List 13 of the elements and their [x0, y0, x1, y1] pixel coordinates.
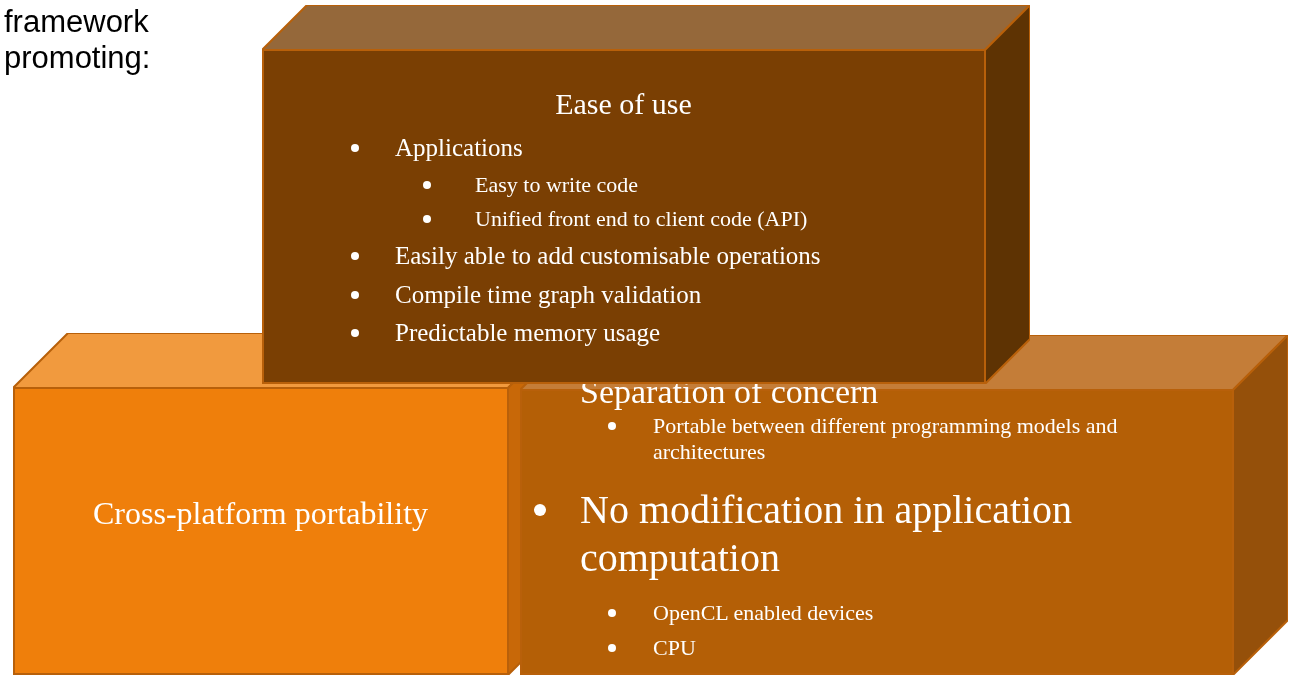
bullet-text: OpenCL enabled devices: [653, 600, 874, 627]
bullet-text: Easy to write code: [475, 172, 639, 199]
bullet-text: Predictable memory usage: [395, 318, 661, 348]
block-heading: Ease of use: [554, 86, 693, 122]
bullet-text: Unified front end to client code (API): [475, 206, 808, 233]
bullet-text: Compile time graph validation: [395, 280, 702, 310]
bullet-text: CPU: [653, 635, 696, 662]
bullet-text: Easily able to add customisable operations: [395, 241, 821, 271]
bullet-text: No modification in application computation: [580, 486, 1074, 582]
bullet-text: Applications: [395, 133, 523, 163]
bullet-text: Portable between different programming models and architectures: [653, 413, 1119, 466]
heading-text: framework promoting:: [4, 4, 152, 76]
block-heading: Cross-platform portability: [91, 494, 430, 533]
